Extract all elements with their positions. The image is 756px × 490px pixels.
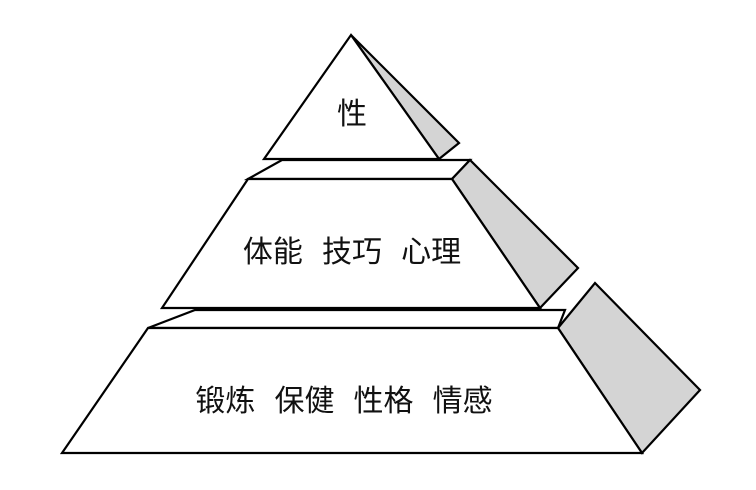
tier-top-label: 性	[337, 97, 367, 132]
tier-bottom-front-face	[59, 326, 645, 455]
pyramid-tier-top: 性	[261, 33, 461, 161]
tier-middle-top-face	[243, 158, 473, 181]
tier-middle-front-face	[159, 177, 543, 310]
tier-bottom-top-face	[147, 308, 567, 330]
pyramid-tier-middle: 体能 技巧 心理	[159, 158, 580, 310]
tier-bottom-label: 锻炼 保健 性格 情感	[195, 384, 492, 419]
pyramid-tier-bottom: 锻炼 保健 性格 情感	[59, 281, 702, 455]
tier-top-front-face	[261, 33, 442, 161]
tier-middle-label: 体能 技巧 心理	[243, 235, 461, 270]
